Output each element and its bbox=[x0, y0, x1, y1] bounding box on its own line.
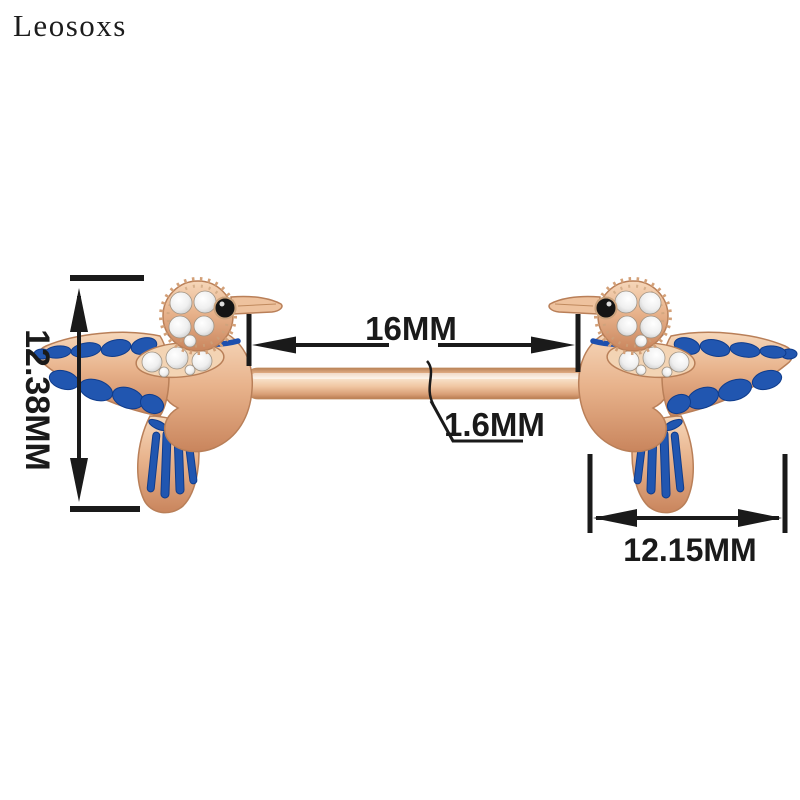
bar-length-label: 16MM bbox=[365, 310, 457, 347]
dimension-pendant-width bbox=[587, 454, 788, 533]
pendant-width-label: 12.15MM bbox=[623, 532, 757, 568]
pendant-height-label: 12.38MM bbox=[18, 329, 56, 471]
dimension-bar-length bbox=[246, 314, 581, 372]
callout-bar-thickness bbox=[425, 360, 523, 443]
bar-thickness-label: 1.6MM bbox=[444, 406, 545, 443]
barbell-bar bbox=[243, 367, 589, 400]
brand-text: Leosoxs bbox=[13, 8, 127, 43]
dimension-linework bbox=[70, 275, 788, 533]
bird-charm-left bbox=[34, 279, 282, 513]
dimension-pendant-height bbox=[70, 275, 144, 512]
bird-charm-right bbox=[549, 279, 797, 513]
